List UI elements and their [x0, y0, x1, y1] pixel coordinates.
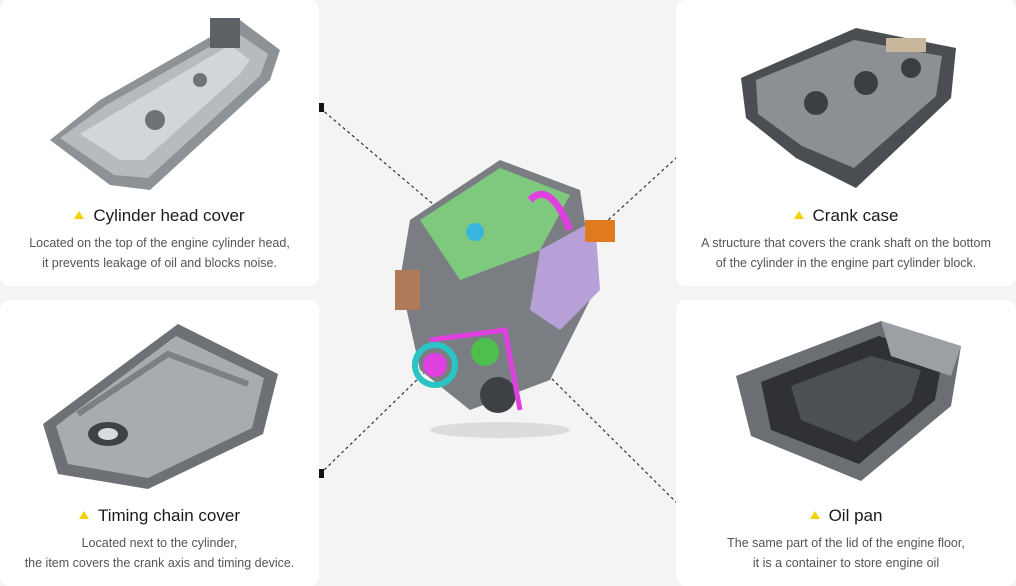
- leader-line-timing-chain: [319, 371, 426, 475]
- anchor-dot-cylinder-head: [315, 103, 324, 112]
- card-crank-case: Crank case A structure that covers the c…: [676, 0, 1016, 286]
- oil-pan-desc-line-2: it is a container to store engine oil: [752, 556, 940, 570]
- oil-pan-description: The same part of the lid of the engine f…: [676, 533, 1016, 573]
- timing-chain-cover-title: Timing chain cover: [0, 506, 319, 526]
- timing-chain-cover-image: [43, 324, 278, 489]
- leader-line-crank-case: [605, 148, 687, 223]
- card-timing-chain-cover: Timing chain cover Located next to the c…: [0, 300, 319, 586]
- triangle-marker-icon: [78, 511, 89, 519]
- card-cylinder-head-cover: Cylinder head cover Located on the top o…: [0, 0, 319, 286]
- timing-chain-cover-description: Located next to the cylinder, the item c…: [0, 533, 319, 573]
- timing-chain-cover-desc-line-1: Located next to the cylinder,: [81, 536, 238, 550]
- crank-case-description: A structure that covers the crank shaft …: [676, 233, 1016, 273]
- engine-illustration: [395, 160, 615, 438]
- card-oil-pan: Oil pan The same part of the lid of the …: [676, 300, 1016, 586]
- oil-pan-title-text: Oil pan: [828, 506, 883, 525]
- crank-case-title-text: Crank case: [812, 206, 899, 225]
- oil-pan-desc-line-1: The same part of the lid of the engine f…: [727, 536, 965, 550]
- crank-case-title: Crank case: [676, 206, 1016, 226]
- triangle-marker-icon: [809, 511, 820, 519]
- cylinder-head-cover-title: Cylinder head cover: [0, 206, 319, 226]
- timing-chain-cover-title-text: Timing chain cover: [97, 506, 241, 525]
- leader-line-cylinder-head: [319, 107, 441, 211]
- triangle-marker-icon: [793, 211, 804, 219]
- crank-case-desc-line-1: A structure that covers the crank shaft …: [701, 236, 991, 250]
- cylinder-head-cover-desc-line-1: Located on the top of the engine cylinde…: [29, 236, 290, 250]
- cylinder-head-cover-desc-line-2: it prevents leakage of oil and blocks no…: [42, 256, 277, 270]
- oil-pan-title: Oil pan: [676, 506, 1016, 526]
- timing-chain-cover-desc-line-2: the item covers the crank axis and timin…: [24, 556, 295, 570]
- cylinder-head-cover-description: Located on the top of the engine cylinde…: [0, 233, 319, 273]
- cylinder-head-cover-title-text: Cylinder head cover: [93, 206, 245, 225]
- oil-pan-image: [736, 321, 961, 481]
- crank-case-image: [741, 28, 956, 188]
- crank-case-desc-line-2: of the cylinder in the engine part cylin…: [715, 256, 977, 270]
- anchor-dot-timing-chain: [315, 469, 324, 478]
- cylinder-head-cover-image: [50, 18, 280, 190]
- triangle-marker-icon: [74, 211, 85, 219]
